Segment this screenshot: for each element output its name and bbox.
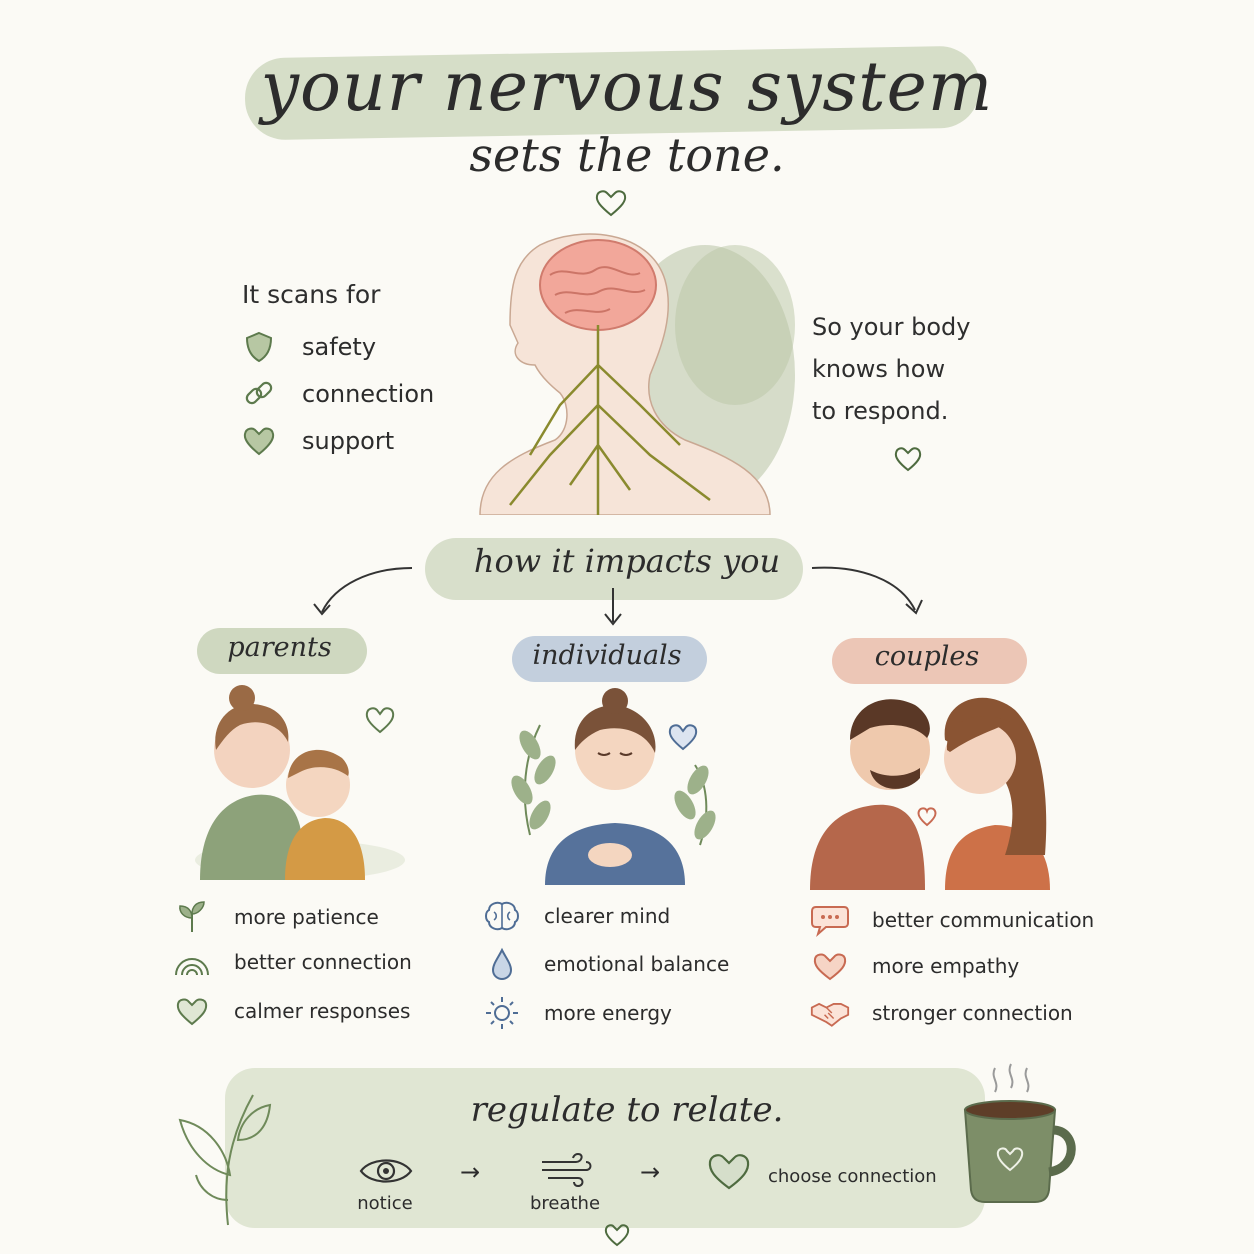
wind-icon: [542, 1152, 592, 1188]
body-note-line: knows how: [812, 355, 946, 383]
parents-wash: [197, 628, 367, 674]
benefit-label: clearer mind: [544, 904, 671, 928]
benefit-more-empathy: more empathy: [810, 950, 1019, 982]
heart-icon: [604, 1224, 630, 1247]
group-title-individuals: individuals: [532, 640, 682, 671]
sprout-icon: [179, 901, 205, 932]
benefit-label: more patience: [234, 905, 379, 929]
benefit-calmer-responses: calmer responses: [172, 995, 410, 1027]
impact-label: how it impacts you: [473, 542, 781, 580]
scan-item-label: connection: [302, 380, 435, 408]
benefit-label: more energy: [544, 1001, 672, 1025]
heart-icon: [708, 1154, 750, 1190]
benefit-label: better communication: [872, 908, 1095, 932]
scan-item-connection: connection: [242, 377, 434, 411]
page-title: your nervous system: [260, 48, 994, 127]
body-note-line: to respond.: [812, 397, 949, 425]
handshake-icon: [810, 1002, 850, 1027]
scan-item-support: support: [242, 424, 394, 458]
rainbow-icon: [175, 958, 209, 976]
footer-title: regulate to relate.: [470, 1090, 784, 1130]
heart-icon: [595, 190, 627, 217]
benefit-better-connection: better connection: [172, 947, 412, 977]
droplet-icon: [491, 947, 513, 981]
shield-icon: [245, 331, 273, 363]
brain-icon: [485, 901, 519, 931]
benefit-stronger-connection: stronger connection: [810, 997, 1073, 1029]
heart-icon: [176, 998, 208, 1026]
speech-bubble-icon: [811, 906, 849, 937]
step-arrow: →: [460, 1158, 481, 1186]
step-arrow: →: [640, 1158, 661, 1186]
group-title-parents: parents: [227, 632, 332, 663]
heart-icon: [813, 953, 847, 981]
step-label-breathe: breathe: [529, 1193, 601, 1214]
nervous-system-illustration: [479, 233, 795, 515]
heart-icon: [894, 447, 922, 472]
benefit-label: stronger connection: [872, 1001, 1073, 1025]
step-label-choose-connection: choose connection: [768, 1166, 937, 1187]
benefit-better-communication: better communication: [810, 903, 1094, 937]
benefit-clearer-mind: clearer mind: [482, 900, 670, 932]
scan-item-label: safety: [302, 333, 377, 361]
individuals-wash: [512, 636, 707, 682]
coffee-mug-illustration: [963, 1063, 1076, 1203]
page-subtitle: sets the tone.: [469, 128, 785, 182]
couples-wash: [832, 638, 1027, 684]
scan-item-safety: safety: [242, 330, 376, 364]
parent-child-illustration: [195, 685, 405, 880]
heart-icon: [243, 427, 275, 456]
benefit-more-patience: more patience: [172, 900, 379, 934]
scan-item-label: support: [302, 427, 395, 455]
benefit-emotional-balance: emotional balance: [482, 947, 729, 981]
couple-illustration: [810, 697, 1050, 890]
individual-illustration: [511, 688, 716, 885]
benefit-label: emotional balance: [544, 952, 730, 976]
eye-icon: [359, 1159, 413, 1183]
body-note: So your body knows how to respond.: [812, 306, 971, 432]
step-label-notice: notice: [357, 1193, 413, 1214]
group-title-couples: couples: [874, 641, 980, 672]
heart-icon: [668, 724, 698, 751]
scan-intro: It scans for: [242, 280, 381, 309]
heart-icon: [365, 707, 395, 734]
benefit-label: more empathy: [872, 954, 1020, 978]
branch-arrows: [313, 566, 923, 626]
benefit-more-energy: more energy: [482, 995, 672, 1031]
footer-wash: [225, 1068, 985, 1228]
benefit-label: calmer responses: [234, 999, 411, 1023]
body-note-line: So your body: [812, 313, 971, 341]
sun-icon: [486, 997, 518, 1029]
link-icon: [245, 381, 273, 405]
benefit-label: better connection: [234, 950, 412, 974]
leaf-branch-illustration: [178, 1094, 272, 1226]
